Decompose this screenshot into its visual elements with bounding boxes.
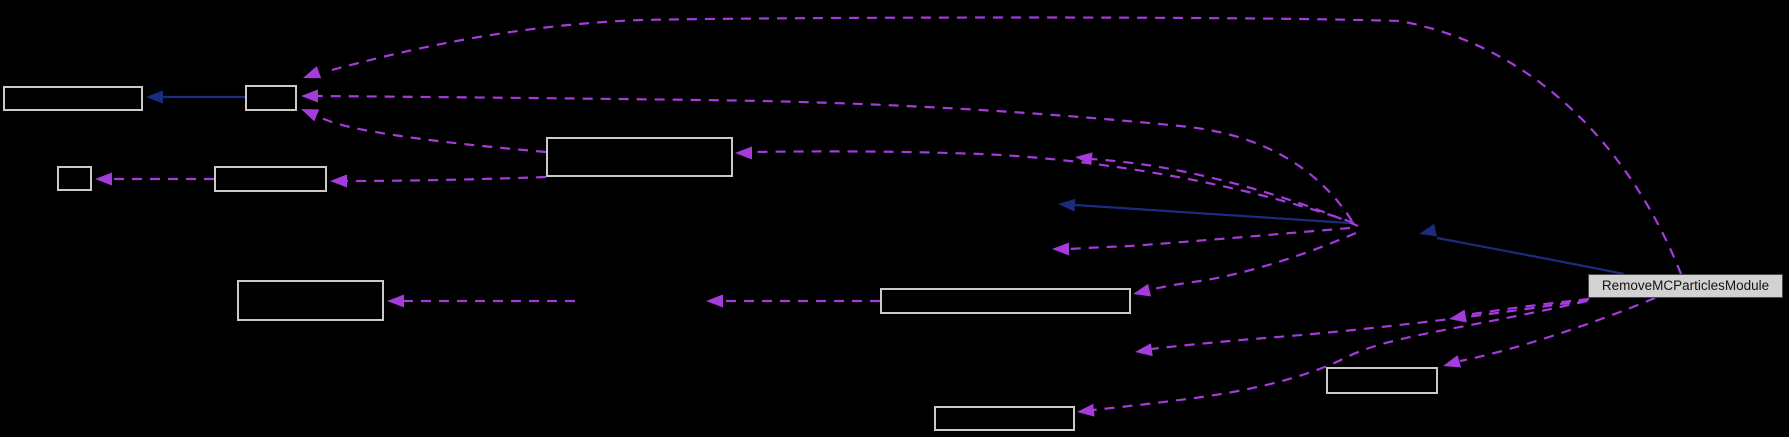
edge-fan-to-hidden-b [1068,226,1351,251]
edge-main-to-node8 [1459,296,1656,363]
class-node-9[interactable] [934,406,1075,431]
edge-fan-to-node5 [751,150,1355,225]
edge-main-inherit-hidden-arrowhead-icon [1419,223,1438,237]
edge-fan-to-node2-mid [317,94,1353,222]
edge-main-to-node9 [1092,299,1588,412]
edge-node5-to-node4-arrowhead-icon [330,174,347,188]
edge-main-to-hidden-c-arrowhead-icon [1449,309,1467,323]
edge-hidden-to-node6-arrowhead-icon [387,294,404,308]
edge-hidden-inherit-chain [1074,203,1350,225]
class-node-8[interactable] [1326,367,1438,394]
class-node-1[interactable] [3,86,143,111]
edge-hidden-inherit-chain-arrowhead-icon [1058,198,1076,212]
main-node-removemcparticlesmodule[interactable]: RemoveMCParticlesModule [1588,274,1783,298]
edge-main-to-node9-arrowhead-icon [1077,403,1095,417]
class-node-6[interactable] [237,280,384,321]
edge-main-to-hidden-c [1465,297,1590,317]
edge-top-arc-to-node2-arrowhead-icon [303,66,322,79]
edge-node4-to-node3-arrowhead-icon [95,172,112,186]
edge-fan-to-node5-arrowhead-icon [735,146,752,160]
edge-fan-to-hidden-a-arrowhead-icon [1075,152,1093,166]
edge-fan-to-hidden-b-arrowhead-icon [1052,242,1069,256]
edge-fan-to-node2-mid-arrowhead-icon [301,89,318,103]
edge-node5-to-node2 [311,112,547,154]
edge-main-to-node8-arrowhead-icon [1443,355,1462,368]
class-node-5[interactable] [546,137,733,177]
class-node-4[interactable] [214,166,327,192]
class-node-3[interactable] [57,166,92,191]
edge-node5-to-node2-arrowhead-icon [301,109,320,122]
edge-main-to-hidden-d [1150,298,1589,351]
class-node-7[interactable] [880,288,1131,314]
edge-fan-to-node7-arrowhead-icon [1133,283,1152,297]
edge-node2-to-node1-arrowhead-icon [146,90,163,104]
edge-main-inherit-hidden [1436,236,1625,276]
edge-fan-to-hidden-a [1091,157,1359,228]
edge-node7-to-hidden-arrowhead-icon [706,294,723,308]
class-node-2[interactable] [245,85,297,111]
edge-node5-to-node4 [346,175,547,183]
main-node-label: RemoveMCParticlesModule [1601,278,1770,294]
edge-top-arc-to-node2 [331,16,1683,275]
edge-main-to-hidden-d-arrowhead-icon [1135,343,1153,357]
edge-fan-to-node7 [1148,231,1357,292]
